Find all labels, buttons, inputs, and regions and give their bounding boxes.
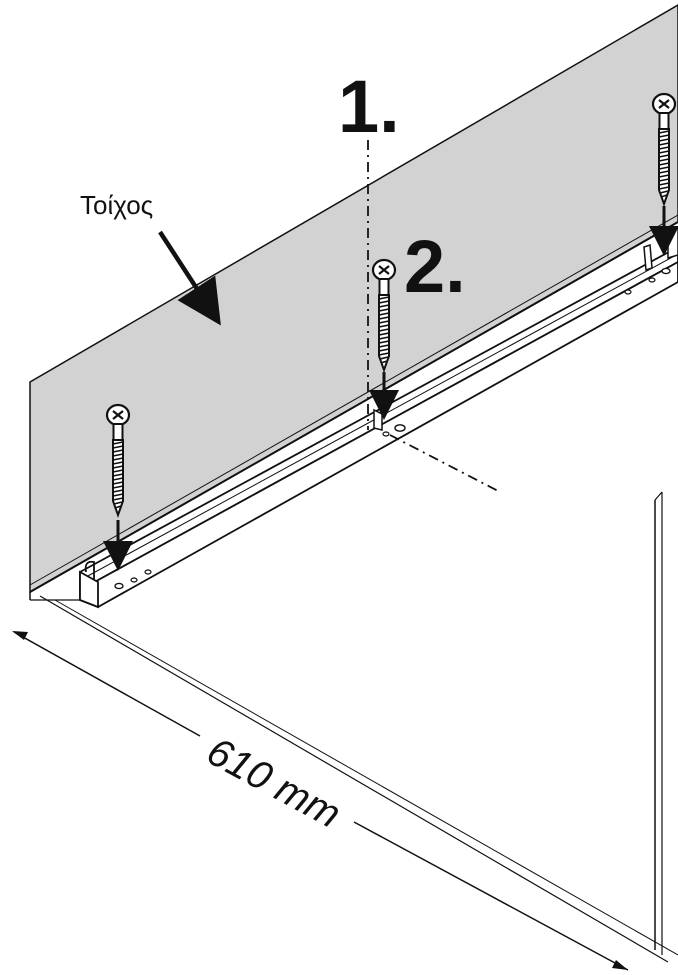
wall-panel bbox=[29, 4, 678, 594]
dimension-line bbox=[12, 631, 629, 971]
wall-bottom-edge bbox=[29, 221, 678, 593]
cabinet-outline bbox=[29, 491, 678, 963]
wall-bottom-edge-inner bbox=[29, 214, 678, 586]
step-1-label: 1. bbox=[338, 65, 400, 148]
wall-label: Τοίχος bbox=[80, 190, 153, 220]
step-2-label: 2. bbox=[404, 225, 466, 308]
guide-line-diagonal bbox=[389, 434, 501, 493]
wall-pointer-arrow bbox=[158, 230, 221, 326]
dimension-label: 610 mm bbox=[200, 729, 348, 837]
